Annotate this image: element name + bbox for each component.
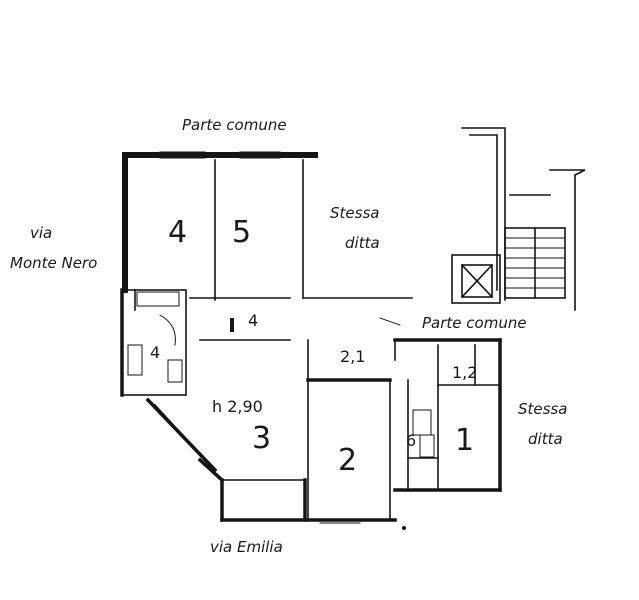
bath-left-number: 4 — [150, 343, 160, 362]
room-number-3: 3 — [252, 421, 271, 456]
hall-number-2-1: 2,1 — [340, 347, 365, 366]
labels: Parte comune via Monte Nero Stessa ditta… — [10, 116, 567, 556]
lower-right-neighbor-label-line1: Stessa — [518, 400, 567, 418]
bottom-street-label: via Emilia — [210, 538, 283, 556]
upper-right-neighbor-label-line2: ditta — [345, 234, 380, 252]
lower-right-neighbor-label-line2: ditta — [528, 430, 563, 448]
windows — [159, 151, 361, 524]
room-number-1-2: 1,2 — [452, 363, 477, 382]
staircase — [451, 127, 586, 311]
top-courtyard-label: Parte comune — [182, 116, 287, 134]
room-numbers: 4 5 4 3 2 1 1,2 2,1 4 6 — [150, 215, 477, 478]
left-street-label-line1: via — [30, 224, 52, 242]
right-courtyard-label: Parte comune — [422, 314, 527, 332]
marks — [230, 317, 406, 530]
left-street-label-line2: Monte Nero — [10, 254, 97, 272]
exterior-walls — [120, 152, 502, 522]
room-number-1: 1 — [455, 423, 474, 458]
bath-right-number: 6 — [406, 431, 416, 450]
room-number-5: 5 — [232, 215, 251, 250]
corridor-number-4: 4 — [248, 311, 258, 330]
room-number-2: 2 — [338, 443, 357, 478]
interior-walls — [121, 159, 501, 521]
room-number-4: 4 — [168, 215, 187, 250]
upper-right-neighbor-label-line1: Stessa — [330, 204, 379, 222]
ceiling-height-label: h 2,90 — [212, 397, 263, 416]
